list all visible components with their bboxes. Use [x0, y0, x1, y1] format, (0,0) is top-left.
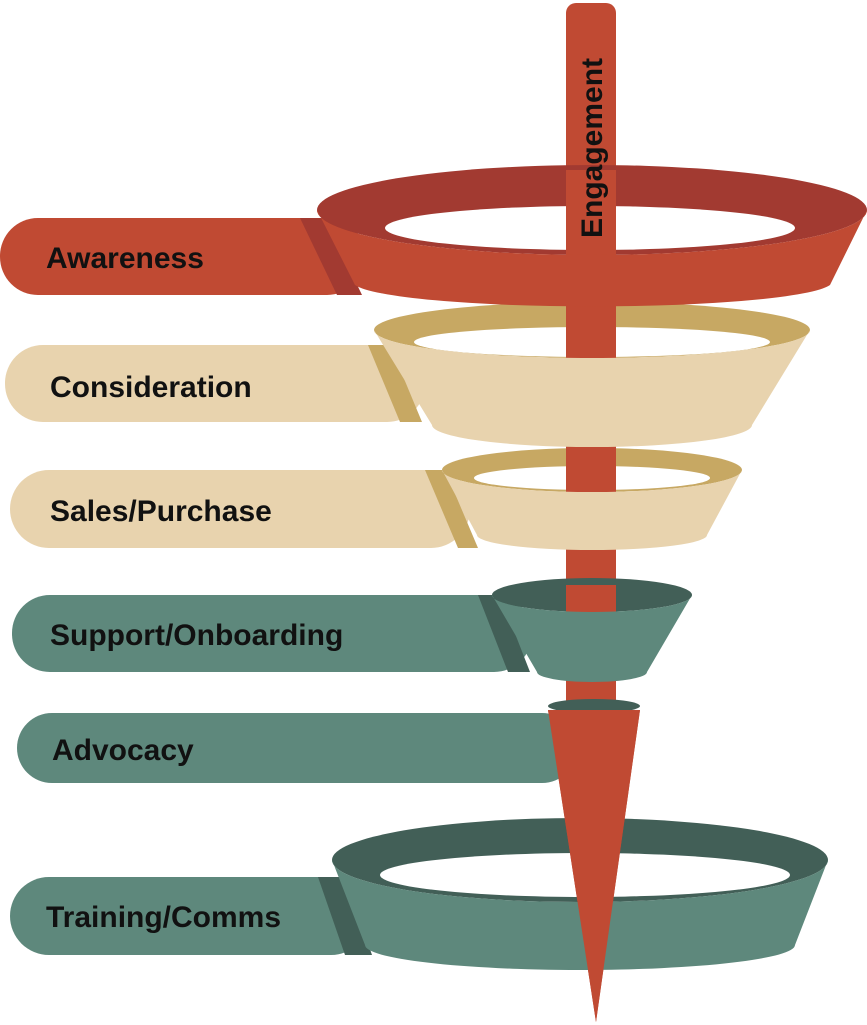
stage-label: Support/Onboarding — [50, 619, 343, 652]
funnel-front-band — [374, 330, 810, 447]
stage-label: Advocacy — [52, 734, 194, 767]
stage-tab — [17, 713, 577, 783]
tab-stripe — [425, 470, 478, 548]
stage-consideration: Consideration — [5, 302, 810, 447]
tab-stripe — [318, 877, 372, 955]
stage-label: Awareness — [46, 242, 204, 275]
funnel-ring — [548, 699, 640, 713]
stage-tab — [10, 470, 470, 548]
arrow-head-front — [548, 710, 640, 1022]
stage-awareness: Awareness — [0, 165, 867, 307]
stage-tab — [10, 877, 370, 955]
stage-support-onboarding: Support/Onboarding — [12, 578, 692, 682]
funnel-front-band — [317, 210, 867, 307]
funnel-front-band — [492, 595, 692, 682]
tab-stripe — [478, 595, 530, 672]
arrow-shaft-segment — [566, 305, 616, 365]
arrow-shaft-segment — [566, 170, 616, 270]
stage-label: Training/Comms — [46, 901, 281, 934]
stage-label: Sales/Purchase — [50, 495, 272, 528]
engagement-label: Engagement — [576, 58, 609, 238]
stage-tab — [12, 595, 532, 672]
stage-label: Consideration — [50, 371, 252, 404]
tab-stripe — [368, 345, 422, 422]
funnel-front-band — [442, 470, 742, 550]
arrow-shaft-segment — [566, 448, 616, 498]
stage-sales-purchase: Sales/Purchase — [10, 448, 742, 550]
stage-tab — [0, 218, 365, 295]
arrow-shaft-segment — [566, 585, 616, 615]
stage-tab — [5, 345, 425, 422]
tab-stripe — [300, 218, 362, 295]
stage-advocacy: Advocacy — [17, 699, 640, 1022]
